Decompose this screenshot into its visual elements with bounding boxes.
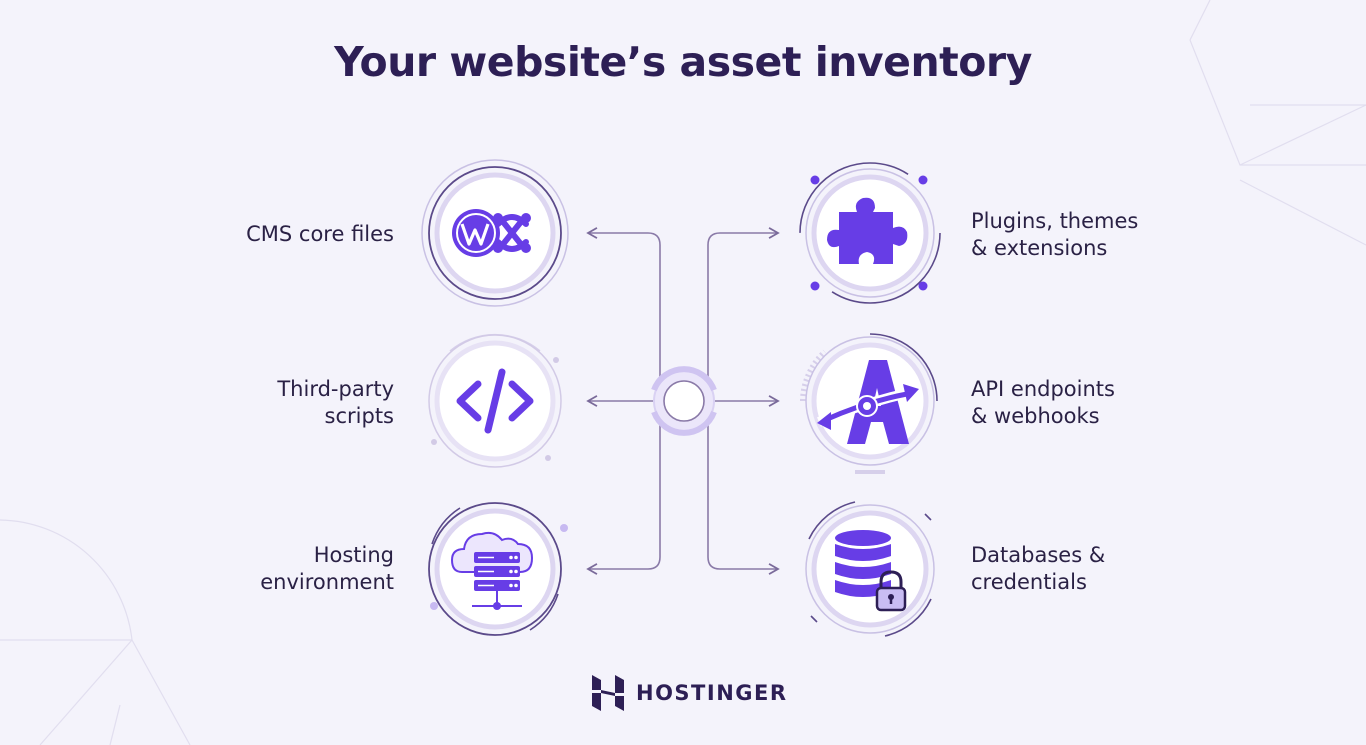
label-line: API endpoints bbox=[971, 377, 1115, 401]
label-line: Hosting bbox=[313, 543, 394, 567]
puzzle-piece-icon bbox=[827, 197, 908, 264]
brand-name: HOSTINGER bbox=[636, 681, 788, 705]
cms-logos-icon bbox=[452, 209, 531, 257]
label-line: Databases & bbox=[971, 543, 1106, 567]
label-line: environment bbox=[260, 570, 394, 594]
central-hub bbox=[651, 366, 717, 436]
label-databases-credentials: Databases & credentials bbox=[971, 542, 1231, 596]
third-party-scripts-node bbox=[420, 326, 570, 476]
page-title: Your website’s asset inventory bbox=[334, 38, 1032, 86]
databases-credentials-node bbox=[795, 494, 945, 644]
api-arrows-gear-icon bbox=[817, 360, 919, 444]
label-line: Third-party bbox=[277, 377, 394, 401]
brand-footer: HOSTINGER bbox=[592, 674, 788, 712]
label-third-party-scripts: Third-party scripts bbox=[154, 376, 394, 430]
hosting-environment-node bbox=[420, 494, 570, 644]
label-line: CMS core files bbox=[246, 222, 394, 246]
label-line: scripts bbox=[324, 404, 394, 428]
label-line: Plugins, themes bbox=[971, 209, 1139, 233]
cloud-server-icon bbox=[450, 531, 534, 610]
api-endpoints-node bbox=[795, 326, 945, 476]
label-line: & webhooks bbox=[971, 404, 1100, 428]
database-lock-icon bbox=[835, 530, 907, 612]
label-line: & extensions bbox=[971, 236, 1108, 260]
label-cms-core-files: CMS core files bbox=[154, 221, 394, 248]
label-line: credentials bbox=[971, 570, 1087, 594]
plugins-themes-node bbox=[795, 158, 945, 308]
label-plugins-themes-extensions: Plugins, themes & extensions bbox=[971, 208, 1231, 262]
label-hosting-environment: Hosting environment bbox=[154, 542, 394, 596]
hostinger-logo-icon bbox=[592, 675, 624, 711]
code-brackets-icon bbox=[456, 368, 534, 434]
label-api-endpoints-webhooks: API endpoints & webhooks bbox=[971, 376, 1231, 430]
cms-core-node bbox=[420, 158, 570, 308]
